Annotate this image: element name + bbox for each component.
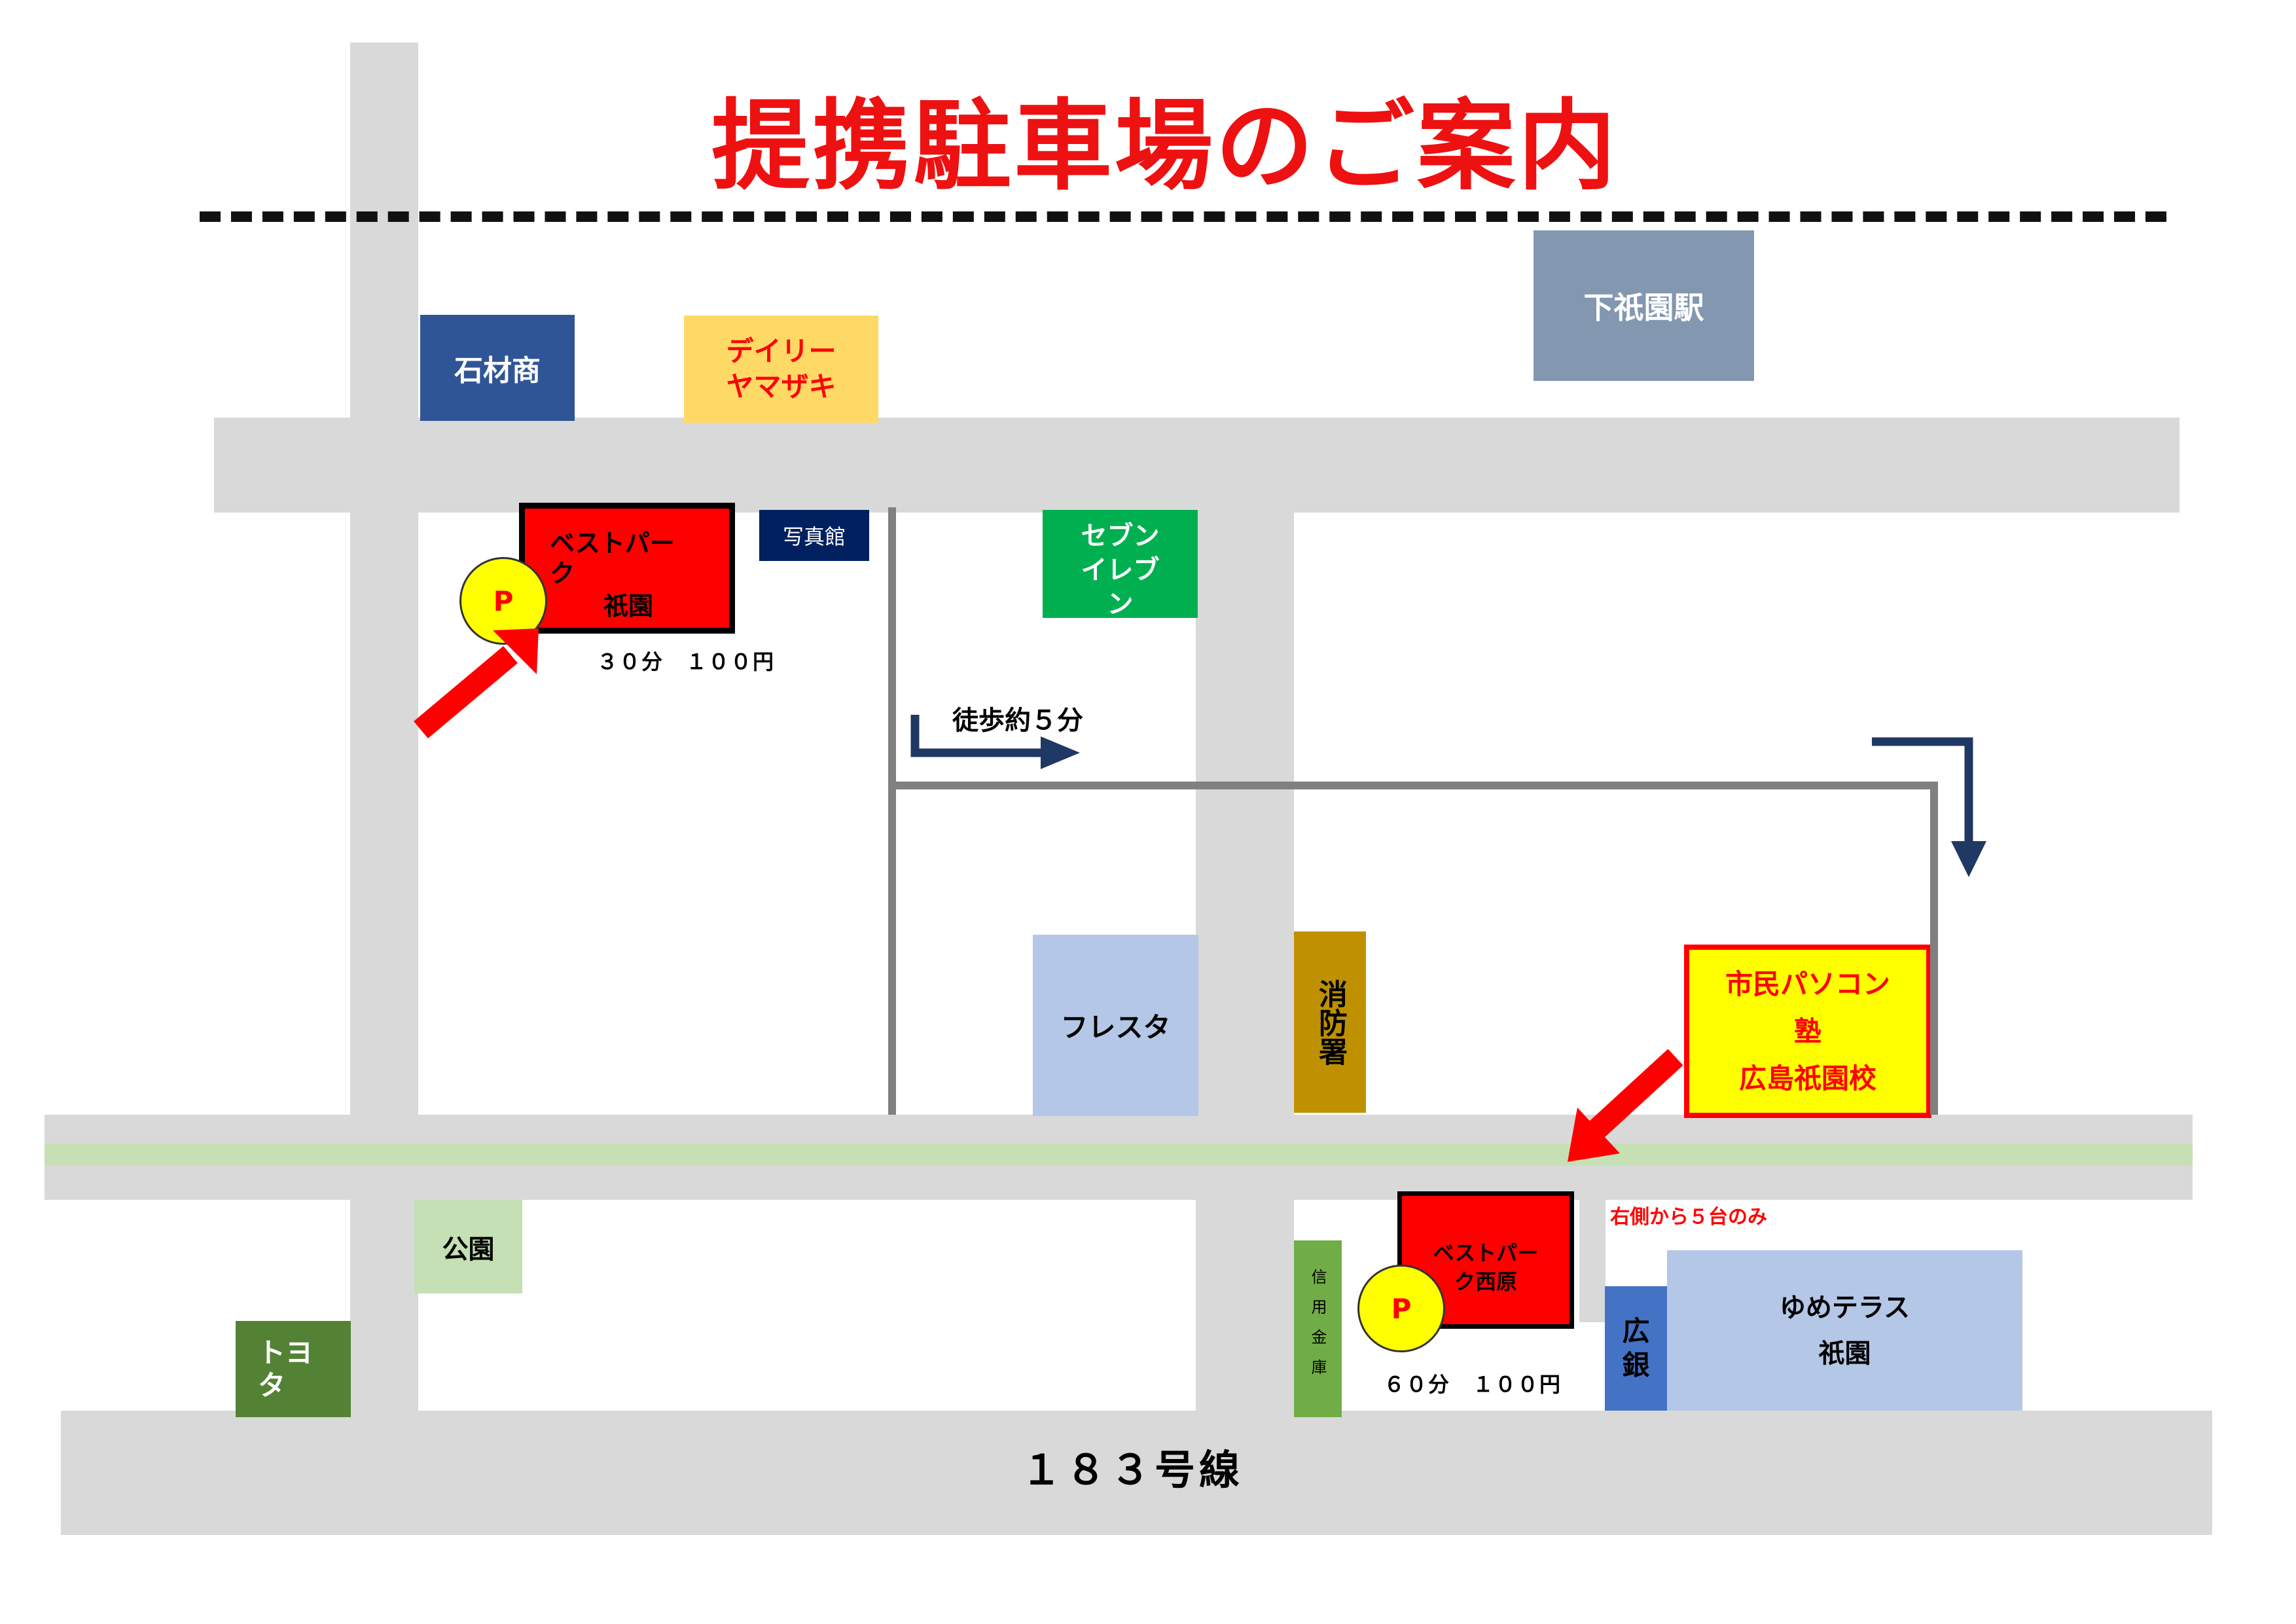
road-vertical-center [1196,504,1294,1535]
toyota-label-2: タ [258,1369,286,1401]
parking1-p-label: P [493,585,514,617]
station-label: 下祇園駅 [1583,290,1704,325]
red-arrow-gion [414,645,518,739]
seven-label-2: イレブ [1081,555,1160,585]
parking2-price: ６０分 １００円 [1384,1372,1562,1397]
parking2-note: 右側から５台のみ [1610,1206,1767,1229]
school-label-2: 塾 [1793,1015,1821,1047]
seven-eleven: セブン イレブ ン [1043,510,1198,618]
parking1-label-2: ク [550,559,575,588]
school-label-3: 広島祇園校 [1738,1062,1876,1094]
daily-label-2: ヤマザキ [726,370,836,403]
stonemason: 石材商 [420,315,575,421]
youme-label-2: 祇園 [1818,1338,1871,1369]
youme-label-1: ゆめテラス [1779,1292,1910,1323]
parking1-price: ３０分 １００円 [597,649,776,674]
parking2-p-label: P [1391,1292,1412,1325]
parking2-p-icon: P [1357,1265,1445,1352]
parking2-label-1: ベストパー [1433,1240,1539,1265]
fresta-label: フレスタ [1060,1011,1171,1043]
school-citizen-pc-juku: 市民パソコン 塾 広島祇園校 [1684,945,1931,1118]
dashed-divider [200,211,2166,222]
road-183-label: １８３号線 [1020,1446,1244,1494]
hiroshima-bank-label-2: 銀 [1622,1349,1650,1381]
green-line [45,1144,2193,1166]
hiroshima-bank-label-1: 広 [1622,1315,1650,1347]
shimogion-station: 下祇園駅 [1534,230,1754,381]
walk-label: 徒歩約５分 [952,706,1083,736]
daily-yamazaki: デイリー ヤマザキ [684,316,878,423]
fresta: フレスタ [1033,935,1198,1116]
parking-best-park-gion: ベストパー ク 祇園 [519,503,735,634]
fire-station: 消防署 [1294,931,1366,1113]
shinkin-bank: 信用金庫 [1294,1240,1342,1417]
seven-label-3: ン [1107,589,1134,618]
hiroshima-bank: 広 銀 [1605,1286,1667,1411]
seven-label-1: セブン [1081,521,1160,551]
turn-arrow-head [1951,841,1986,877]
parking1-label-1: ベストパー [550,529,675,558]
stonemason-label: 石材商 [454,354,541,388]
red-arrow-gion-head [493,628,539,674]
red-arrow-nishihara [1588,1049,1683,1139]
shinkin-bank-label: 信用金庫 [1308,1269,1327,1389]
park-label: 公園 [442,1234,495,1265]
walk-arrow [910,715,1044,757]
youme-terrace-gion: ゆめテラス 祇園 [1667,1250,2022,1411]
toyota-label-1: トヨ [258,1336,314,1369]
fire-station-label: 消防署 [1314,979,1347,1066]
photo-studio: 写真館 [759,510,869,561]
page-title: 提携駐車場のご案内 [711,89,1619,204]
park: 公園 [414,1200,522,1293]
parking1-label-3: 祇園 [603,592,654,621]
toyota: トヨ タ [236,1321,351,1417]
photo-studio-label: 写真館 [782,524,846,549]
school-label-1: 市民パソコン [1725,967,1890,1000]
road-183 [61,1411,2212,1535]
red-arrow-nishihara-head [1568,1108,1620,1162]
turn-arrow [1872,737,1973,844]
road-horizontal-top [214,418,2179,513]
road-connector [1579,1191,1605,1322]
parking2-label-2: ク西原 [1454,1269,1517,1294]
daily-label-1: デイリー [726,335,836,367]
walk-arrow-head [1041,736,1080,769]
